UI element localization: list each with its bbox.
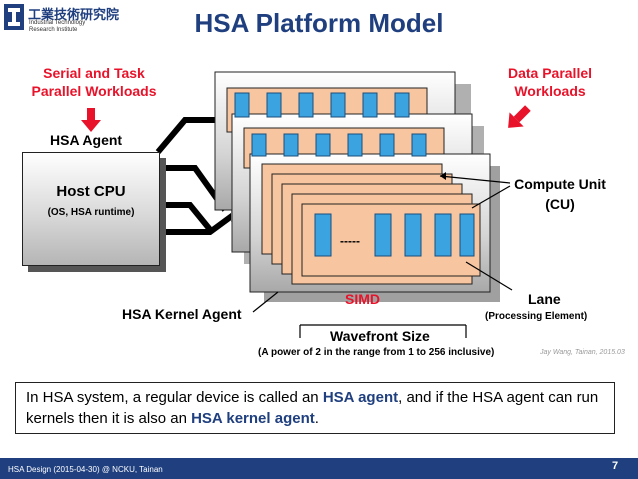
info-box: In HSA system, a regular device is calle…: [15, 382, 615, 434]
serial-workloads-line-2: Parallel Workloads: [31, 83, 157, 99]
data-parallel-line-1: Data Parallel: [507, 65, 593, 81]
logo-english-line-1: Industrial Technology: [29, 20, 86, 26]
wavefront-range-label: (A power of 2 in the range from 1 to 256…: [258, 347, 495, 358]
serial-workloads-line-1: Serial and Task: [43, 65, 145, 81]
info-text-2: , and if the HSA agent can run kernels t…: [26, 389, 599, 427]
itri-logo-icon: [4, 4, 24, 30]
host-cpu-title: Host CPU: [56, 183, 126, 200]
host-cpu-box: Host CPU (OS, HSA runtime): [22, 152, 160, 266]
info-text-3: .: [314, 410, 319, 427]
serial-workloads-label: Serial and Task Parallel Workloads: [14, 64, 174, 100]
processing-element-label: (Processing Element): [485, 311, 588, 322]
page-number: 7: [612, 460, 619, 472]
serial-workloads-arrow-icon: [81, 108, 101, 132]
lane-ellipsis: -----: [340, 234, 360, 248]
data-parallel-line-2: Workloads: [514, 83, 586, 99]
pointer-lines: [252, 175, 513, 338]
pointer-arrowhead-icon: [440, 172, 446, 180]
data-parallel-label: Data Parallel Workloads: [490, 64, 610, 100]
author-credit: Jay Wang, Tainan, 2015.03: [540, 349, 625, 356]
footer-text: HSA Design (2015-04-30) @ NCKU, Tainan: [8, 465, 163, 474]
lane-square-main: [314, 213, 332, 257]
info-highlight-hsa-agent: HSA agent: [322, 389, 399, 406]
host-cpu-subtitle: (OS, HSA runtime): [47, 207, 135, 218]
lane-label: Lane: [528, 291, 561, 307]
info-highlight-hsa-kernel-agent: HSA kernel agent: [191, 410, 315, 427]
info-text-1: In HSA system, a regular device is calle…: [26, 389, 323, 406]
data-parallel-arrow-icon: [508, 105, 531, 128]
compute-unit-line-2: (CU): [545, 196, 575, 212]
compute-unit-line-1: Compute Unit: [514, 176, 606, 192]
logo-english-line-2: Research Institute: [29, 27, 78, 33]
simd-label: SIMD: [345, 291, 380, 307]
slide-title: HSA Platform Model: [194, 8, 444, 38]
footer-bar: [0, 458, 638, 479]
hsa-kernel-agent-label: HSA Kernel Agent: [122, 306, 242, 322]
hsa-agent-label: HSA Agent: [50, 132, 123, 148]
logo-chinese-name: 工業技術研究院: [28, 8, 120, 23]
compute-unit-label: Compute Unit (CU): [505, 174, 615, 214]
lane-squares: [234, 92, 475, 257]
wavefront-size-label: Wavefront Size: [330, 328, 430, 344]
